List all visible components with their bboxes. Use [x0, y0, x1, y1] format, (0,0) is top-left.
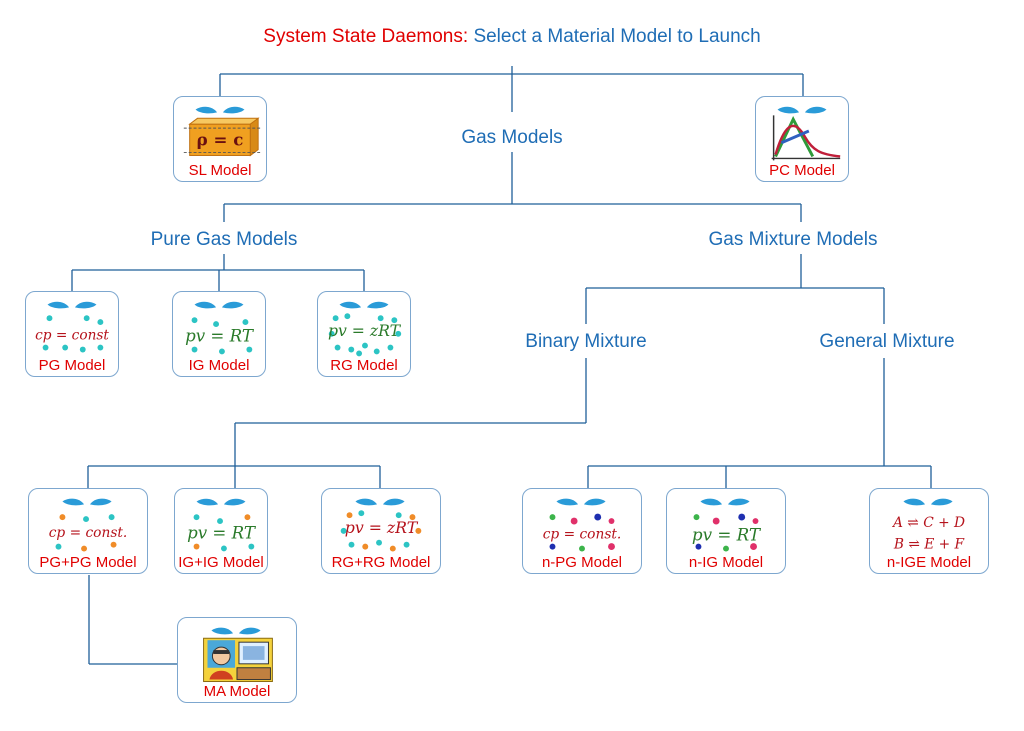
- phase-change-chart-icon: [771, 106, 841, 161]
- n-ideal-gas-equilibrium-icon: A ⇌ C + D B ⇌ E + F: [891, 498, 965, 553]
- rg-model-label: RG Model: [330, 357, 398, 374]
- rgrg-formula: pv = zRT: [345, 518, 419, 537]
- ig-ig-model-label: IG+IG Model: [178, 554, 264, 571]
- pg-formula: cp = const: [35, 328, 109, 344]
- pgpg-formula: cp = const.: [49, 525, 128, 541]
- material-analyst-icon: [203, 627, 273, 683]
- group-gas-models: Gas Models: [458, 127, 566, 149]
- ma-model-button[interactable]: MA Model: [177, 617, 297, 703]
- title-prefix: System State Daemons:: [263, 26, 469, 47]
- pg-model-label: PG Model: [38, 357, 106, 374]
- real-gas-icon: pv = zRT: [328, 301, 402, 357]
- n-ige-model-button[interactable]: A ⇌ C + D B ⇌ E + F n-IGE Model: [869, 488, 989, 574]
- ideal-gas-icon: pv = RT: [185, 301, 255, 355]
- group-pure-gas-models: Pure Gas Models: [147, 229, 301, 251]
- n-pg-model-button[interactable]: cp = const. n-PG Model: [522, 488, 642, 574]
- pc-model-label: PC Model: [769, 162, 835, 179]
- pc-model-button[interactable]: PC Model: [755, 96, 849, 182]
- ig-formula: pv = RT: [185, 327, 255, 346]
- sl-model-label: SL Model: [188, 162, 252, 179]
- n-ige-model-label: n-IGE Model: [886, 554, 972, 571]
- n-pg-model-label: n-PG Model: [541, 554, 623, 571]
- nige-formula-2: B ⇌ E + F: [893, 537, 965, 553]
- group-gas-mixture-models: Gas Mixture Models: [705, 229, 881, 251]
- group-binary-mixture: Binary Mixture: [522, 331, 650, 353]
- rg-model-button[interactable]: pv = zRT RG Model: [317, 291, 411, 377]
- solid-liquid-icon: ρ = c: [183, 106, 263, 157]
- rg-rg-model-label: RG+RG Model: [331, 554, 431, 571]
- igig-formula: pv = RT: [187, 524, 257, 543]
- ig-model-label: IG Model: [188, 357, 250, 374]
- n-perfect-gas-icon: cp = const.: [543, 498, 622, 552]
- nige-formula-1: A ⇌ C + D: [891, 515, 965, 531]
- perfect-gas-binary-icon: cp = const.: [49, 498, 128, 552]
- npg-formula: cp = const.: [543, 527, 622, 543]
- page-title: System State Daemons: Select a Material …: [0, 26, 1024, 48]
- sl-formula: ρ = c: [197, 130, 244, 150]
- rg-formula: pv = zRT: [328, 321, 402, 340]
- nig-formula: pv = RT: [692, 525, 762, 545]
- n-ideal-gas-icon: pv = RT: [692, 498, 762, 552]
- pg-model-button[interactable]: cp = const PG Model: [25, 291, 119, 377]
- group-general-mixture: General Mixture: [816, 331, 958, 353]
- ideal-gas-binary-icon: pv = RT: [187, 498, 257, 552]
- n-ig-model-button[interactable]: pv = RT n-IG Model: [666, 488, 786, 574]
- ma-model-label: MA Model: [203, 683, 271, 700]
- perfect-gas-icon: cp = const: [35, 301, 109, 353]
- ig-ig-model-button[interactable]: pv = RT IG+IG Model: [174, 488, 268, 574]
- sl-model-button[interactable]: ρ = c SL Model: [173, 96, 267, 182]
- title-main: Select a Material Model to Launch: [473, 26, 761, 47]
- pg-pg-model-button[interactable]: cp = const. PG+PG Model: [28, 488, 148, 574]
- rg-rg-model-button[interactable]: pv = zRT RG+RG Model: [321, 488, 441, 574]
- ig-model-button[interactable]: pv = RT IG Model: [172, 291, 266, 377]
- real-gas-binary-icon: pv = zRT: [340, 498, 422, 552]
- n-ig-model-label: n-IG Model: [688, 554, 764, 571]
- pg-pg-model-label: PG+PG Model: [39, 554, 137, 571]
